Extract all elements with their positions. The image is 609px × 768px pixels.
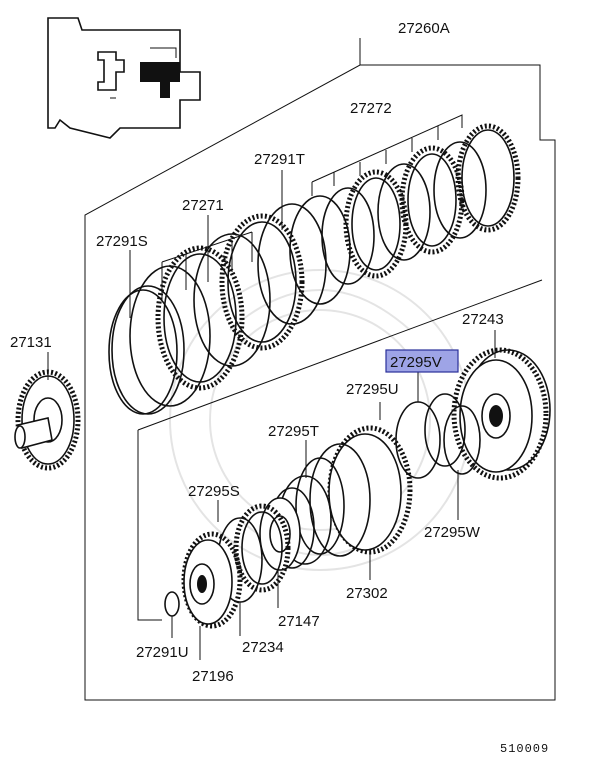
part-labels: 27260A 27272 27291T 27271 27291S 27131 2… (10, 20, 549, 756)
label-27147[interactable]: 27147 (278, 613, 320, 630)
highlight-box-27295V (385, 349, 459, 373)
part-27131-shaft-gear (14, 369, 81, 471)
part-27196-gear (181, 531, 243, 629)
label-27291S[interactable]: 27291S (96, 233, 148, 250)
label-27295S[interactable]: 27295S (188, 483, 240, 500)
label-27295U[interactable]: 27295U (346, 381, 399, 398)
leader-lines (47, 38, 496, 660)
label-27243[interactable]: 27243 (462, 311, 504, 328)
leader-lines-27271 (161, 215, 253, 300)
part-27291U-ring (164, 591, 180, 617)
label-27272[interactable]: 27272 (350, 100, 392, 117)
label-27196[interactable]: 27196 (192, 668, 234, 685)
label-27295T[interactable]: 27295T (268, 423, 319, 440)
label-27260A[interactable]: 27260A (398, 20, 450, 37)
part-27243-hub (451, 347, 551, 481)
transmission-outline (47, 17, 201, 139)
label-27291T[interactable]: 27291T (254, 151, 305, 168)
clutch-plate-stack (108, 123, 521, 415)
label-27295W[interactable]: 27295W (424, 524, 481, 541)
main-assembly-frame (84, 64, 556, 701)
label-27234[interactable]: 27234 (242, 639, 284, 656)
figure-code: 510009 (500, 742, 549, 756)
label-27291U[interactable]: 27291U (136, 644, 189, 661)
part-27147-assembly (259, 475, 332, 571)
leader-lines-27272 (311, 114, 463, 196)
label-27131[interactable]: 27131 (10, 334, 52, 351)
label-27295V[interactable]: 27295V (390, 354, 442, 371)
label-27302[interactable]: 27302 (346, 585, 388, 602)
label-27271[interactable]: 27271 (182, 197, 224, 214)
